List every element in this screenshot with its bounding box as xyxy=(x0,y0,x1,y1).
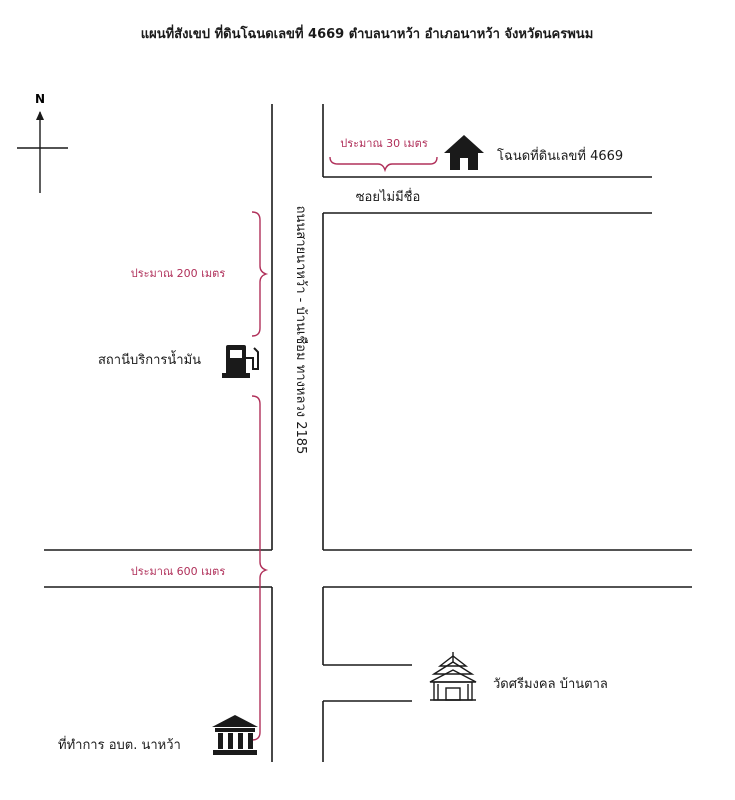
distance-600m-brace xyxy=(251,395,269,741)
distance-30m-label: ประมาณ 30 เมตร xyxy=(340,137,428,150)
main-road xyxy=(271,104,324,762)
cross-road xyxy=(44,549,692,588)
gas-station-icon xyxy=(222,345,259,378)
north-arrow-icon xyxy=(36,111,44,120)
temple-label: วัดศรีมงคล บ้านตาล xyxy=(493,676,608,692)
distance-200m-brace xyxy=(251,211,269,337)
compass-north-label: N xyxy=(35,92,45,106)
map-title: แผนที่สังเขป ที่ดินโฉนดเลขที่ 4669 ตำบลน… xyxy=(141,24,594,42)
office-label: ที่ทำการ อบต. นาหว้า xyxy=(58,736,181,753)
soi-label: ซอยไม่มีชื่อ xyxy=(356,188,421,205)
government-building-icon xyxy=(212,715,258,755)
gas-station-label: สถานีบริการน้ำมัน xyxy=(98,350,201,368)
distance-200m-label: ประมาณ 200 เมตร xyxy=(131,267,226,280)
parcel-label: โฉนดที่ดินเลขที่ 4669 xyxy=(497,147,623,164)
north-compass: N xyxy=(17,92,68,193)
temple-lane xyxy=(323,664,412,702)
house-icon xyxy=(444,135,484,170)
distance-600m-label: ประมาณ 600 เมตร xyxy=(131,565,226,578)
distance-30m-brace xyxy=(329,156,438,173)
soi-road xyxy=(323,176,652,214)
temple-icon xyxy=(429,652,477,701)
main-road-label: ถนนสายนาหว้า - บ้านเชือม ทางหลวง 2185 xyxy=(293,206,309,455)
